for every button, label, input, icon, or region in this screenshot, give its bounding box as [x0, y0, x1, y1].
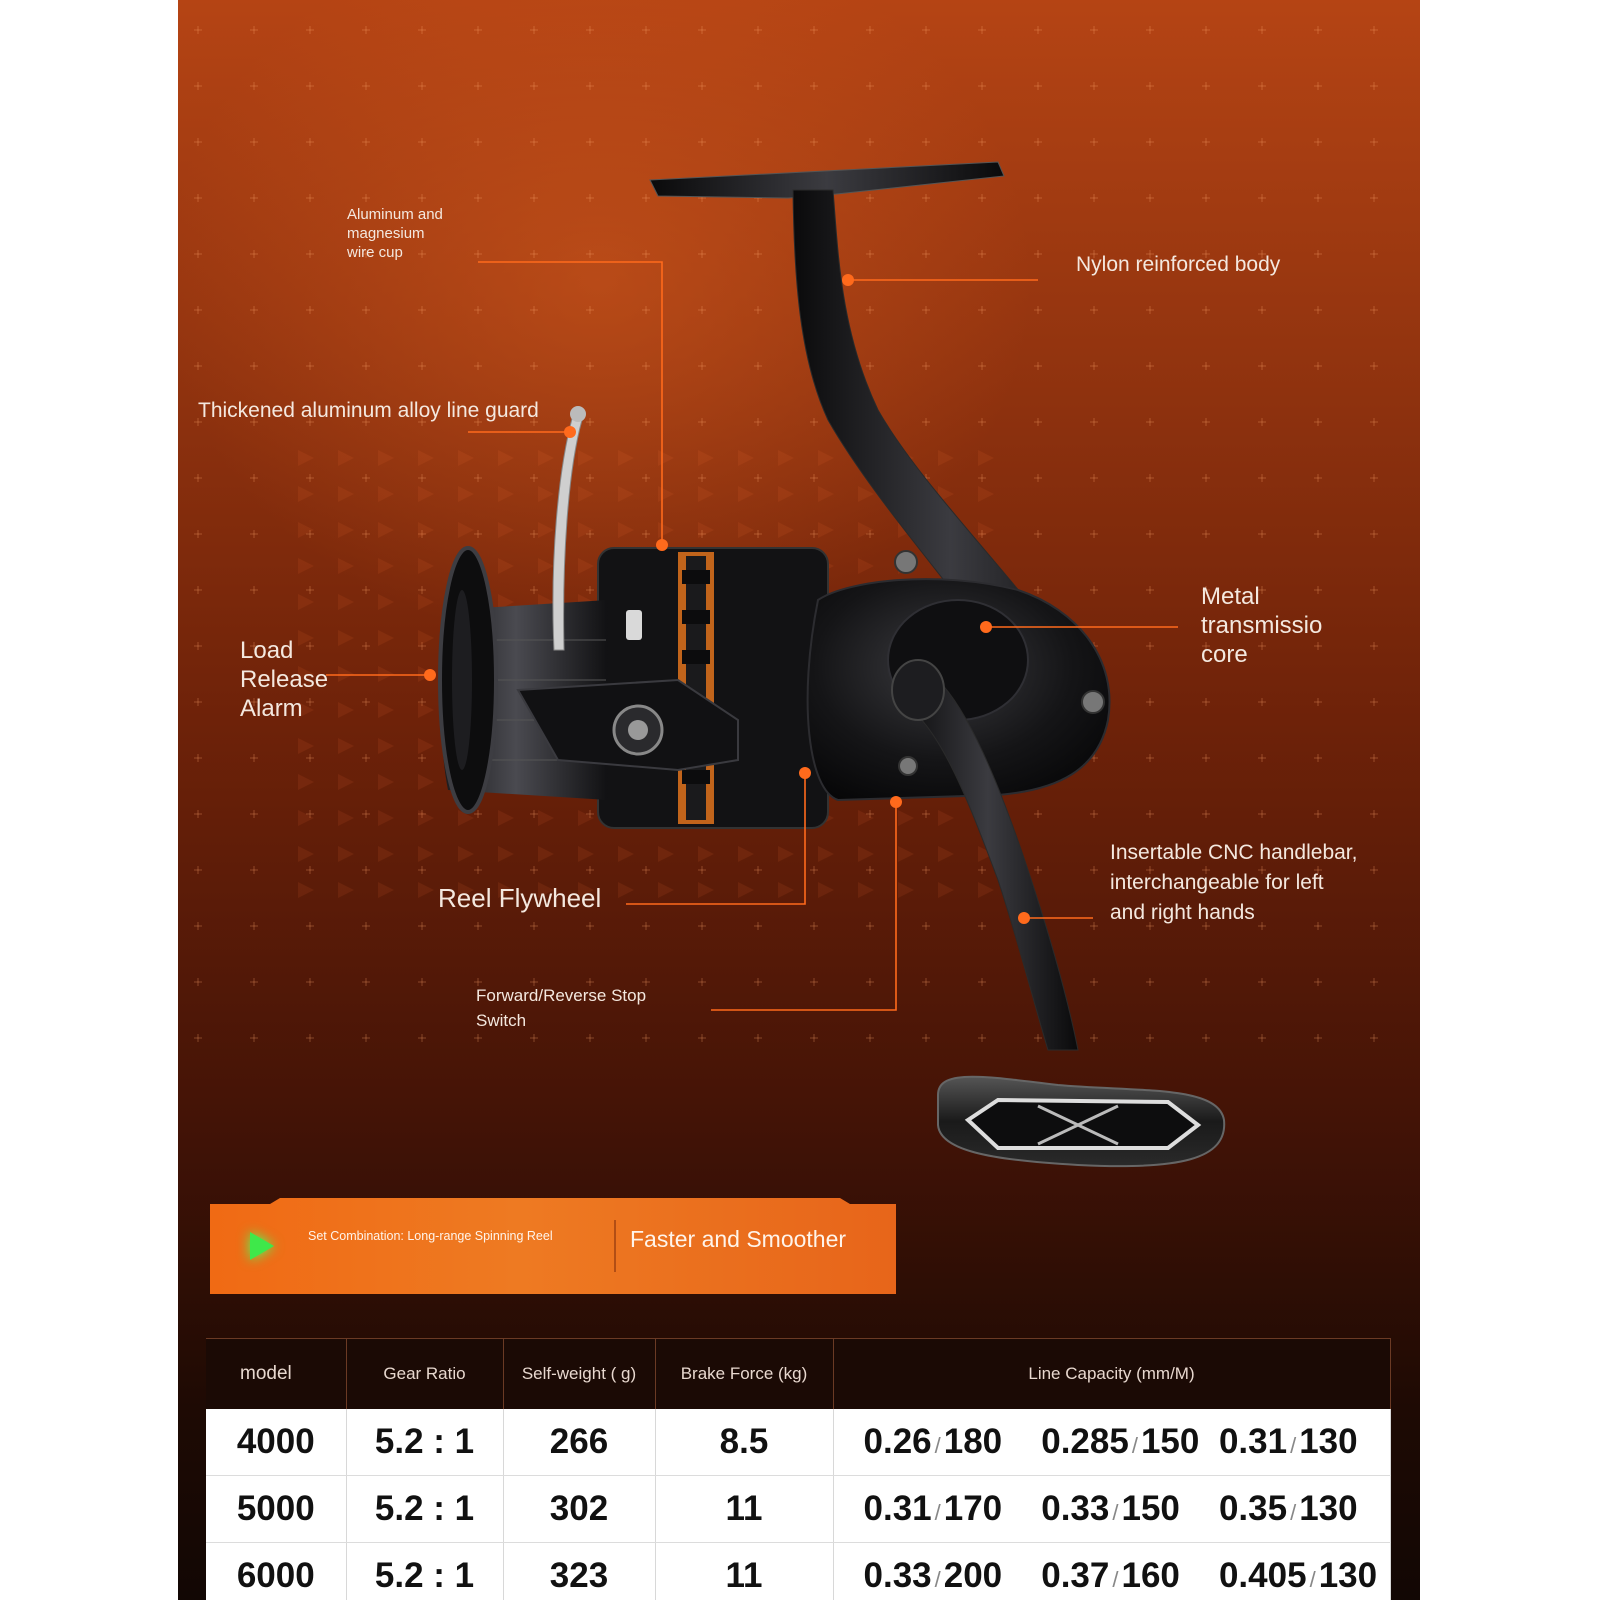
dot-nylon-body [842, 274, 854, 286]
table-row: 4000 5.2 : 1 266 8.5 0.26/180 0.285/150 … [206, 1409, 1391, 1476]
callout-wire-cup: Aluminum and magnesium wire cup [347, 206, 443, 261]
header-model: model [206, 1338, 347, 1409]
dot-wire-cup [656, 539, 668, 551]
cell-brake: 8.5 [655, 1409, 834, 1476]
cell-ratio: 5.2 : 1 [346, 1542, 504, 1600]
play-icon [250, 1232, 274, 1260]
header-gear-ratio: Gear Ratio [346, 1338, 504, 1409]
callout-nylon-body: Nylon reinforced body [1076, 253, 1281, 276]
bail-wire [552, 414, 583, 651]
cell-brake: 11 [655, 1542, 834, 1600]
cell-model: 5000 [206, 1475, 347, 1543]
capacity-item: 0.31/130 [1218, 1422, 1358, 1461]
table-row: 6000 5.2 : 1 323 11 0.33/200 0.37/160 0.… [206, 1542, 1391, 1600]
banner-divider [614, 1220, 616, 1272]
banner-subtitle: Set Combination: Long-range Spinning Ree… [308, 1229, 553, 1243]
capacity-item: 0.37/160 [1041, 1556, 1180, 1595]
dot-line-guard [564, 426, 576, 438]
product-panel: Aluminum and magnesium wire cup Nylon re… [178, 0, 1420, 1600]
dot-metal-core [980, 621, 992, 633]
callout-cnc-handle: Insertable CNC handlebar, interchangeabl… [1110, 841, 1358, 924]
dot-flywheel [799, 767, 811, 779]
cell-capacity: 0.31/170 0.33/150 0.35/130 [833, 1475, 1391, 1543]
cell-ratio: 5.2 : 1 [346, 1475, 504, 1543]
capacity-item: 0.405/130 [1218, 1556, 1378, 1595]
cell-weight: 302 [503, 1475, 656, 1543]
promo-banner: Set Combination: Long-range Spinning Ree… [210, 1198, 896, 1294]
cell-brake: 11 [655, 1475, 834, 1543]
callout-metal-core: Metal transmissio core [1201, 583, 1323, 668]
cell-ratio: 5.2 : 1 [346, 1409, 504, 1476]
capacity-item: 0.31/170 [863, 1489, 1003, 1528]
cell-weight: 266 [503, 1409, 656, 1476]
dot-cnc-handle [1018, 912, 1030, 924]
cell-capacity: 0.26/180 0.285/150 0.31/130 [833, 1409, 1391, 1476]
cell-weight: 323 [503, 1542, 656, 1600]
dot-stop-switch [890, 796, 902, 808]
capacity-item: 0.33/200 [863, 1556, 1003, 1595]
handle-arm [896, 679, 1079, 1051]
cell-model: 4000 [206, 1409, 347, 1476]
dot-load-alarm [424, 669, 436, 681]
capacity-item: 0.35/130 [1218, 1489, 1358, 1528]
capacity-item: 0.26/180 [863, 1422, 1003, 1461]
callout-stop-switch: Forward/Reverse Stop Switch [476, 986, 647, 1030]
spinning-reel-illustration [326, 161, 1226, 1168]
table-row: 5000 5.2 : 1 302 11 0.31/170 0.33/150 0.… [206, 1475, 1391, 1543]
specs-table: model Gear Ratio Self-weight ( g) Brake … [206, 1338, 1391, 1600]
specs-header-row: model Gear Ratio Self-weight ( g) Brake … [206, 1338, 1391, 1409]
cell-capacity: 0.33/200 0.37/160 0.405/130 [833, 1542, 1391, 1600]
header-line-capacity: Line Capacity (mm/M) [833, 1338, 1391, 1409]
header-brake-force: Brake Force (kg) [655, 1338, 834, 1409]
capacity-item: 0.33/150 [1041, 1489, 1180, 1528]
cell-model: 6000 [206, 1542, 347, 1600]
callout-line-guard: Thickened aluminum alloy line guard [198, 399, 539, 422]
callout-load-alarm: Load Release Alarm [240, 637, 329, 722]
header-self-weight: Self-weight ( g) [503, 1338, 656, 1409]
callout-flywheel: Reel Flywheel [438, 883, 602, 913]
capacity-item: 0.285/150 [1041, 1422, 1200, 1461]
banner-title: Faster and Smoother [630, 1226, 847, 1252]
